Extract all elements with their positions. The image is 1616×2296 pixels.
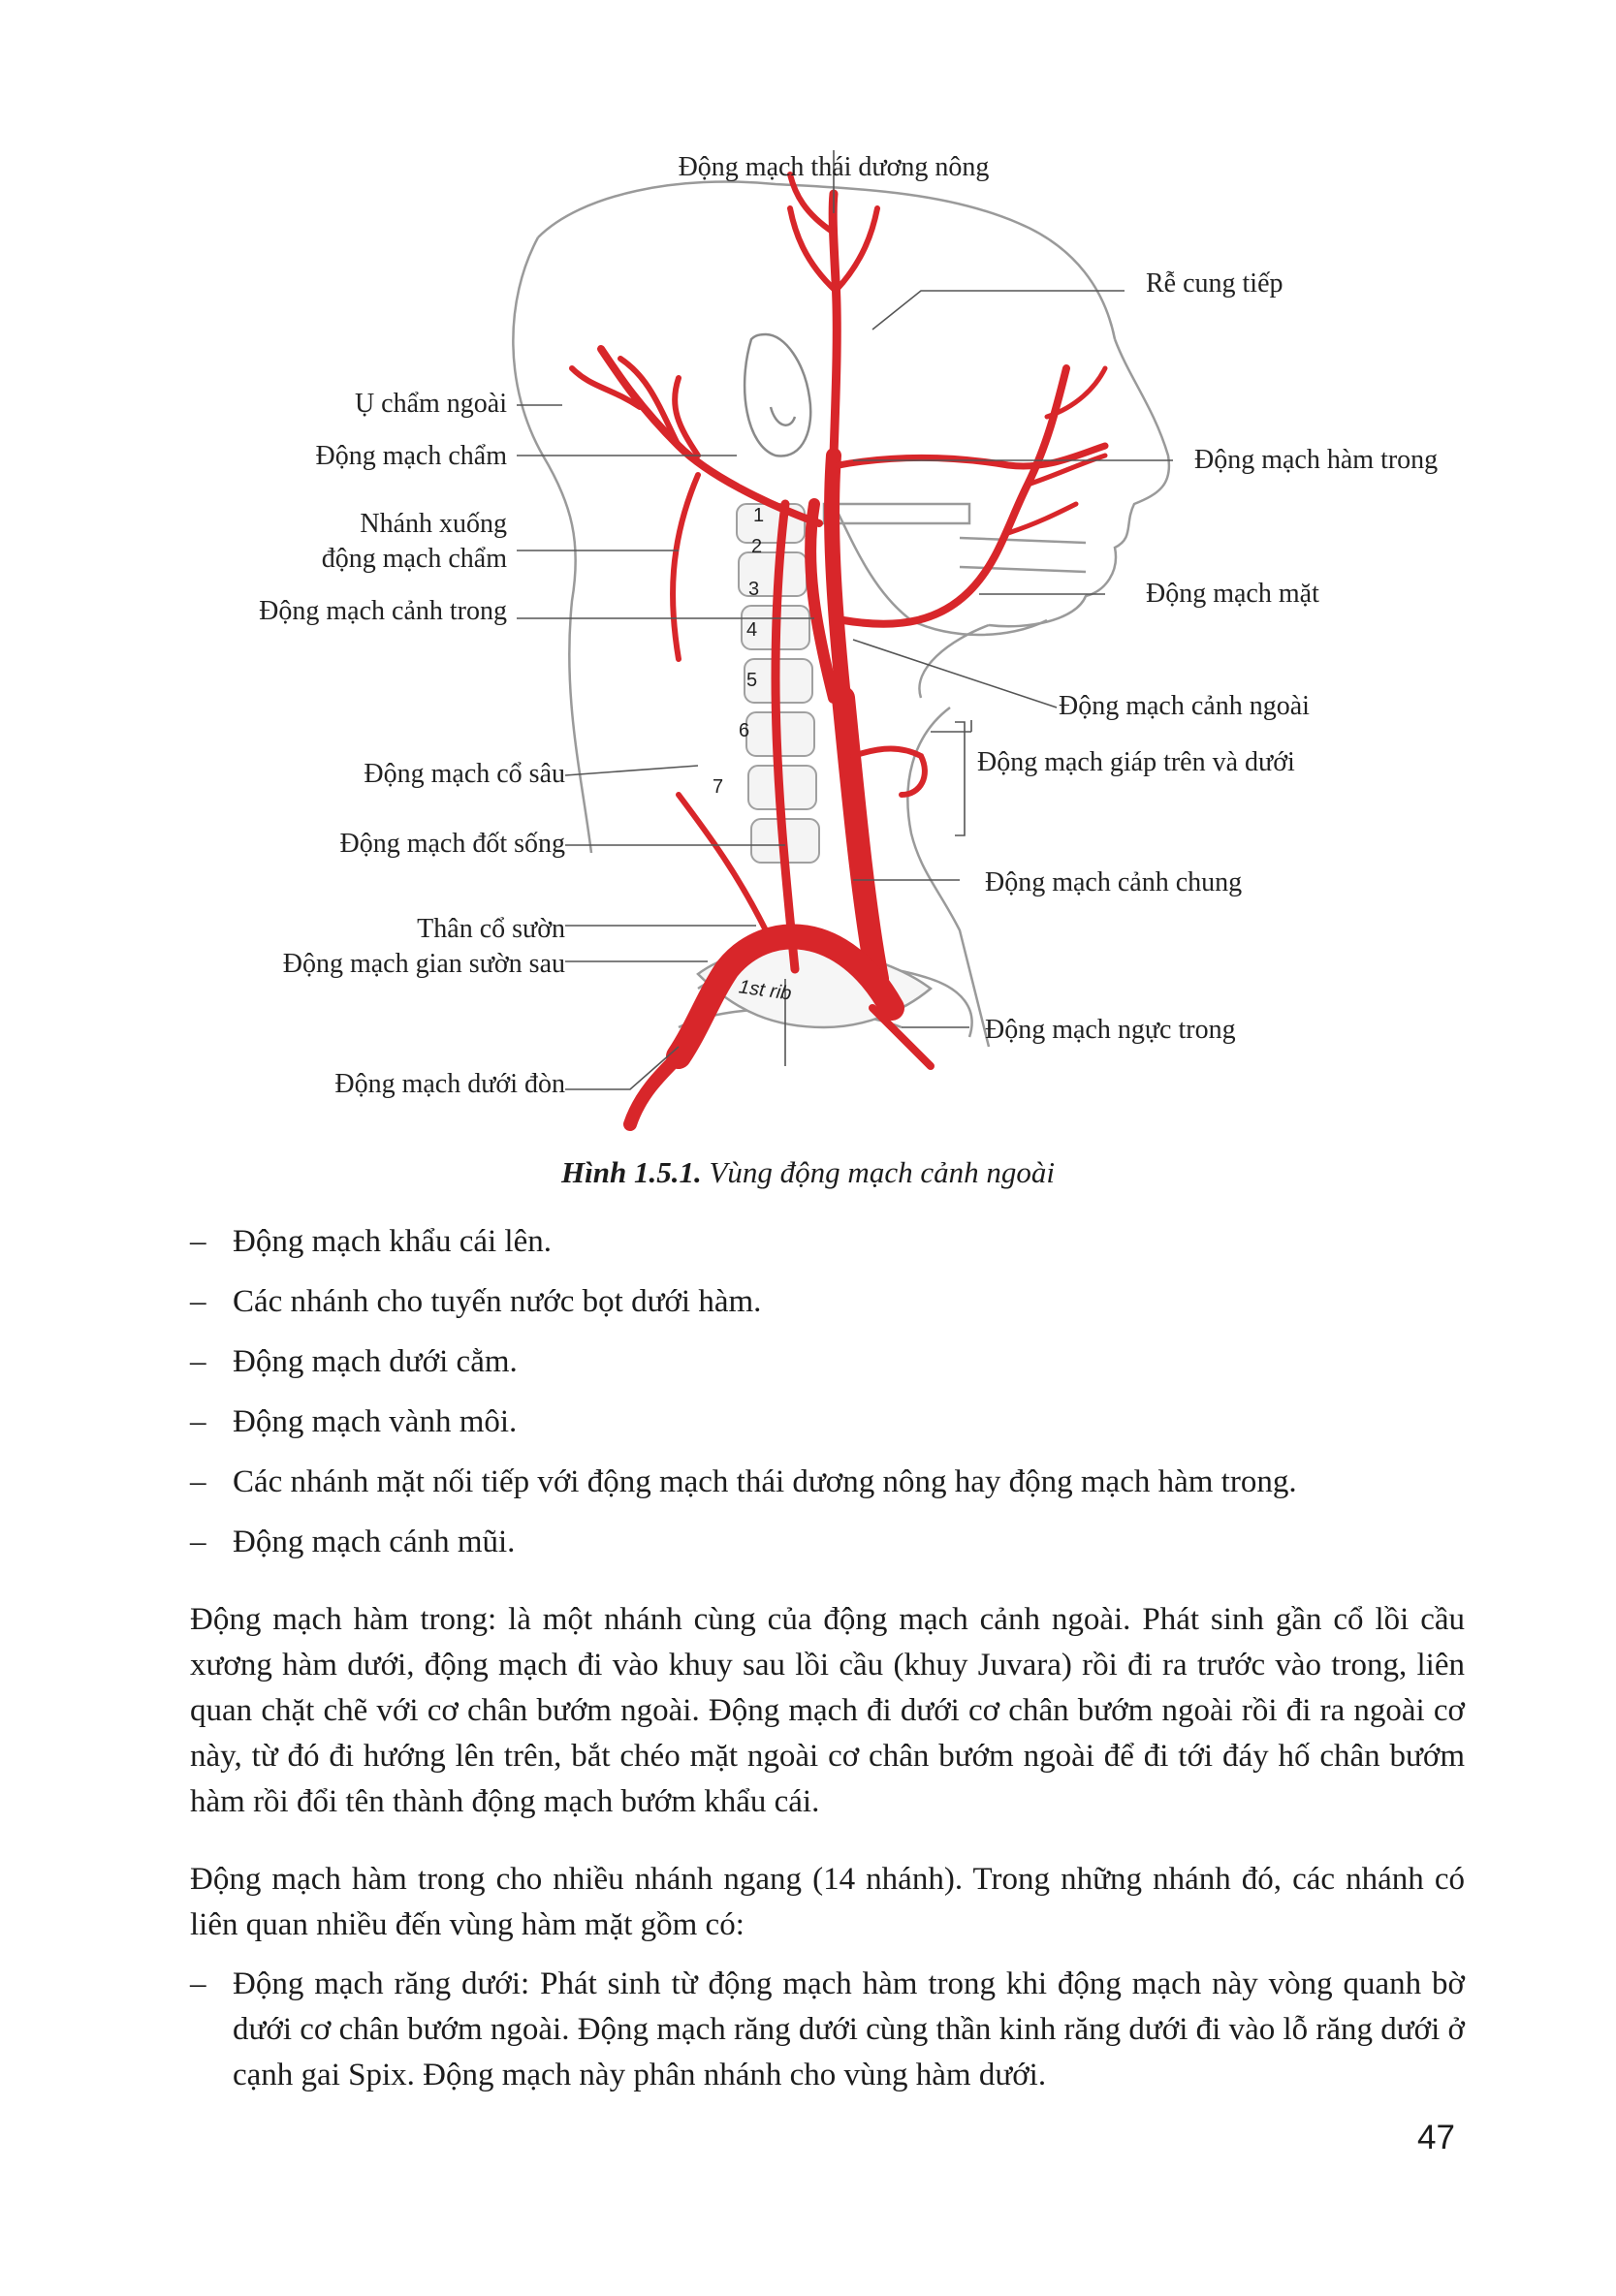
dash-marker: – [190,1520,206,1565]
label-common-carotid-artery: Động mạch cảnh chung [985,866,1242,899]
label-subclavian-artery: Động mạch dưới đòn [213,1068,565,1101]
label-internal-carotid-artery: Động mạch cảnh trong [174,595,507,628]
label-posterior-intercostal-artery: Động mạch gian sườn sau [213,948,565,981]
label-descending-branch-line2: động mạch chẩm [174,543,507,576]
label-root-of-zygoma: Rễ cung tiếp [1146,267,1283,300]
ear-sketch [745,334,810,456]
label-external-occipital-protuberance: Ụ chẩm ngoài [174,388,507,421]
label-internal-thoracic-artery: Động mạch ngực trong [985,1014,1236,1047]
label-maxillary-artery: Động mạch hàm trong [1194,444,1438,477]
label-costocervical-trunk: Thân cổ sườn [213,913,565,946]
vertebra-number-6: 6 [739,719,749,742]
paragraph-maxillary-artery: Động mạch hàm trong: là một nhánh cùng c… [190,1597,1465,1825]
dash-marker: – [190,1279,206,1325]
label-external-carotid-artery: Động mạch cảnh ngoài [1059,690,1310,723]
occipital-branches [572,359,698,456]
vertebra-number-4: 4 [746,618,757,642]
list-item: –Động mạch răng dưới: Phát sinh từ động … [190,1962,1465,2098]
label-facial-artery: Động mạch mặt [1146,578,1319,611]
figure-caption: Hình 1.5.1. Vùng động mạch cảnh ngoài [0,1155,1616,1190]
anatomy-figure: 1 2 3 4 5 6 7 1st rib Động mạch thái dươ… [0,0,1616,1221]
label-vertebral-artery: Động mạch đốt sống [213,828,565,861]
maxillary-vessel [839,446,1105,466]
list-item-text: Động mạch cánh mũi. [233,1525,515,1559]
dash-marker: – [190,1339,206,1385]
list-item-text: Động mạch dưới cằm. [233,1344,518,1379]
subclavian-distal-vessel [630,1056,679,1124]
dash-marker: – [190,1219,206,1265]
label-thyroid-arteries: Động mạch giáp trên và dưới [977,746,1295,779]
list-item: –Động mạch vành môi. [190,1400,1465,1445]
label-superficial-temporal-artery: Động mạch thái dương nông [640,151,1028,184]
dash-marker: – [190,1962,206,2007]
list-item: –Các nhánh mặt nối tiếp với động mạch th… [190,1460,1465,1505]
vertebra-number-3: 3 [748,578,759,601]
label-deep-cervical-artery: Động mạch cổ sâu [213,758,565,791]
common-carotid-vessel [843,698,877,979]
list-item: –Các nhánh cho tuyến nước bọt dưới hàm. [190,1279,1465,1325]
deep-cervical-vessel [679,795,766,930]
caption-number: Hình 1.5.1. [561,1155,702,1189]
label-descending-branch-line1: Nhánh xuống [174,508,507,541]
body-text: –Động mạch khẩu cái lên. –Các nhánh cho … [190,1219,1465,2113]
list-item: –Động mạch dưới cằm. [190,1339,1465,1385]
vertebra-number-2: 2 [751,535,762,558]
dash-marker: – [190,1460,206,1505]
paragraph-branches: Động mạch hàm trong cho nhiều nhánh ngan… [190,1857,1465,1948]
list-item-text: Động mạch vành môi. [233,1404,517,1439]
caption-title: Vùng động mạch cảnh ngoài [710,1155,1055,1189]
thyroid-bracket [955,722,965,835]
occipital-vessel [601,349,819,523]
page-number: 47 [1417,2119,1455,2157]
internal-thoracic-vessel [872,1008,931,1066]
jaw-sketch [824,504,1086,635]
list-item-text: Các nhánh mặt nối tiếp với động mạch thá… [233,1464,1297,1499]
list-item: –Động mạch khẩu cái lên. [190,1219,1465,1265]
vertebra-number-1: 1 [753,504,764,527]
label-occipital-artery: Động mạch chẩm [174,440,507,473]
descending-occipital-vessel [673,475,698,659]
dash-marker: – [190,1400,206,1445]
list-item-text: Động mạch khẩu cái lên. [233,1224,552,1259]
external-carotid-vessel [832,456,843,698]
vertebra-number-7: 7 [713,775,723,799]
list-item: –Động mạch cánh mũi. [190,1520,1465,1565]
list-item-text: Động mạch răng dưới: Phát sinh từ động m… [233,1966,1465,2092]
list-item-text: Các nhánh cho tuyến nước bọt dưới hàm. [233,1284,761,1319]
vertebra-number-5: 5 [746,669,757,692]
